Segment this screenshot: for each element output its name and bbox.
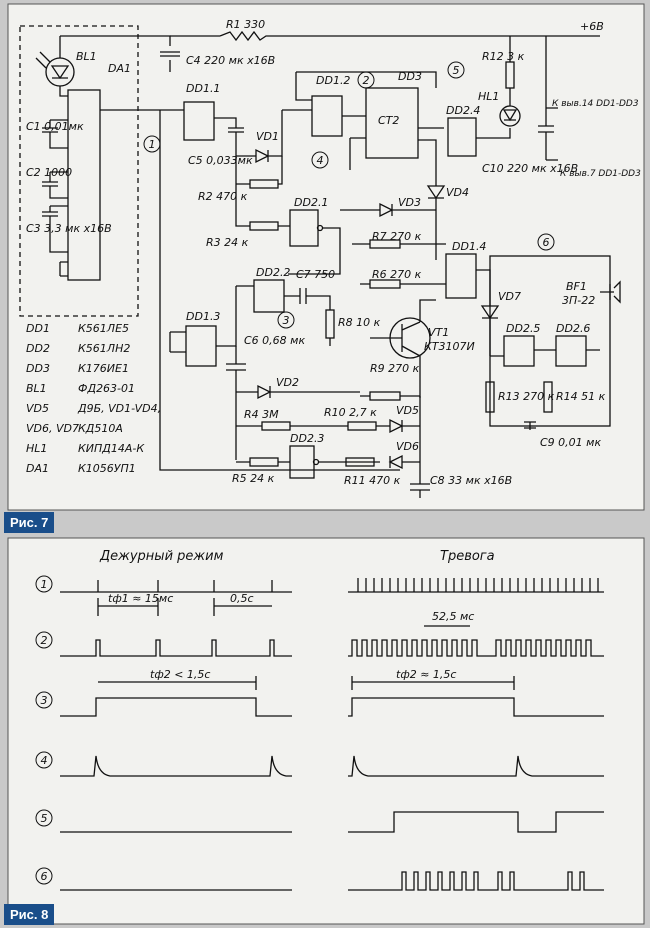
part-type: Д9Б, VD1-VD4, — [77, 402, 161, 415]
part-type: ФД263-01 — [78, 382, 135, 395]
power-note-14: К выв.14 DD1-DD3 — [552, 99, 639, 109]
dd2-6-label: DD2.6 — [556, 322, 590, 335]
row-label-5: 5 — [41, 812, 48, 825]
part-type: КИПД14А-К — [78, 442, 145, 455]
mode-standby-label: Дежурный режим — [99, 549, 224, 564]
c1-label: C1 0,01мк — [26, 120, 84, 133]
row-label-1: 1 — [41, 578, 48, 591]
fig8-panel — [7, 537, 645, 925]
part-ref: BL1 — [26, 382, 47, 395]
c2-label: C2 1000 — [26, 166, 72, 179]
c9-label: C9 0,01 мк — [540, 436, 601, 449]
tp-5: 5 — [453, 64, 460, 77]
c7-label: C7 750 — [296, 268, 335, 281]
r11-label: R11 470 к — [344, 474, 401, 487]
r12-label: R12 3 к — [482, 50, 525, 63]
t-half-label: 0,5с — [230, 592, 254, 605]
tp-4: 4 — [317, 154, 324, 167]
dd2-5-label: DD2.5 — [506, 322, 540, 335]
t-phi2-lt-label: tф2 < 1,5с — [150, 668, 210, 681]
dd2-3-label: DD2.3 — [290, 432, 324, 445]
row-label-3: 3 — [41, 694, 48, 707]
power-note-7: К выв.7 DD1-DD3 — [560, 169, 641, 179]
r8-label: R8 10 к — [338, 316, 381, 329]
part-ref: VD6, VD7 — [26, 422, 79, 435]
ct2-label: CT2 — [378, 114, 399, 127]
dd1-2-label: DD1.2 — [316, 74, 350, 87]
r10-label: R10 2,7 к — [324, 406, 377, 419]
r1-label: R1 330 — [226, 18, 265, 31]
tp-3: 3 — [283, 314, 290, 327]
dd1-4-label: DD1.4 — [452, 240, 486, 253]
r14-label: R14 51 к — [556, 390, 606, 403]
c5-label: C5 0,033мк — [188, 154, 253, 167]
vd3-label: VD3 — [398, 196, 421, 209]
row-label-6: 6 — [41, 870, 48, 883]
t-phi1-label: tф1 ≈ 15мс — [108, 592, 173, 605]
part-ref: DD1 — [26, 322, 50, 335]
c4-label: C4 220 мк х16В — [186, 54, 275, 67]
row-markers — [35, 61, 555, 885]
vd1-label: VD1 — [256, 130, 279, 143]
hl1-label: HL1 — [478, 90, 499, 103]
dd2-2-label: DD2.2 — [256, 266, 290, 279]
vd7-label: VD7 — [498, 290, 521, 303]
parts-list: DD1 К561ЛЕ5 DD2 К561ЛН2 DD3 К176ИЕ1 BL1 … — [26, 322, 161, 475]
dd1-1-label: DD1.1 — [186, 82, 220, 95]
row-label-4: 4 — [41, 754, 48, 767]
fig8-caption: Рис. 8 — [4, 904, 55, 925]
vd5-label: VD5 — [396, 404, 419, 417]
part-ref: DA1 — [26, 462, 49, 475]
part-ref: DD3 — [26, 362, 50, 375]
c3-label: C3 3,3 мк х16В — [26, 222, 112, 235]
tp-1: 1 — [149, 138, 156, 151]
t-phi2-eq-label: tф2 ≈ 1,5с — [396, 668, 456, 681]
part-type: К561ЛЕ5 — [78, 322, 129, 335]
bf1-label: BF1 — [566, 280, 587, 293]
r5-label: R5 24 к — [232, 472, 275, 485]
da1-label: DA1 — [108, 62, 131, 75]
c10-label: C10 220 мк х16В — [482, 162, 578, 175]
vt1-label: VT1 — [428, 326, 449, 339]
r7-label: R7 270 к — [372, 230, 422, 243]
r9-label: R9 270 к — [370, 362, 420, 375]
part-type: КД510А — [78, 422, 123, 435]
c8-label: C8 33 мк х16В — [430, 474, 512, 487]
r13-label: R13 270 к — [498, 390, 555, 403]
c6-label: C6 0,68 мк — [244, 334, 305, 347]
r2-label: R2 470 к — [198, 190, 248, 203]
part-ref: HL1 — [26, 442, 47, 455]
part-type: К1056УП1 — [78, 462, 136, 475]
r6-label: R6 270 к — [372, 268, 422, 281]
dd3-label: DD3 — [398, 70, 422, 83]
bf1-type: 3П-22 — [562, 294, 595, 307]
tp-6: 6 — [543, 236, 550, 249]
tp-2: 2 — [363, 74, 370, 87]
fig7-caption: Рис. 7 — [4, 512, 55, 533]
mode-alarm-label: Тревога — [440, 549, 495, 564]
dd2-4-label: DD2.4 — [446, 104, 480, 117]
bl1-label: BL1 — [76, 50, 97, 63]
r3-label: R3 24 к — [206, 236, 249, 249]
vd2-label: VD2 — [276, 376, 299, 389]
fig8-waveforms — [60, 578, 604, 891]
part-ref: DD2 — [26, 342, 50, 355]
vd4-label: VD4 — [446, 186, 469, 199]
supply-label: +6В — [580, 20, 604, 33]
dd2-1-label: DD2.1 — [294, 196, 328, 209]
fig7-wiring — [19, 25, 621, 498]
part-ref: VD5 — [26, 402, 49, 415]
dd1-3-label: DD1.3 — [186, 310, 220, 323]
part-type: К176ИЕ1 — [78, 362, 129, 375]
vd6-label: VD6 — [396, 440, 419, 453]
vt1-type: КТ3107И — [424, 340, 475, 353]
t-52-label: 52,5 мс — [432, 610, 474, 623]
part-type: К561ЛН2 — [78, 342, 130, 355]
row-label-2: 2 — [41, 634, 48, 647]
r4-label: R4 3М — [244, 408, 279, 421]
